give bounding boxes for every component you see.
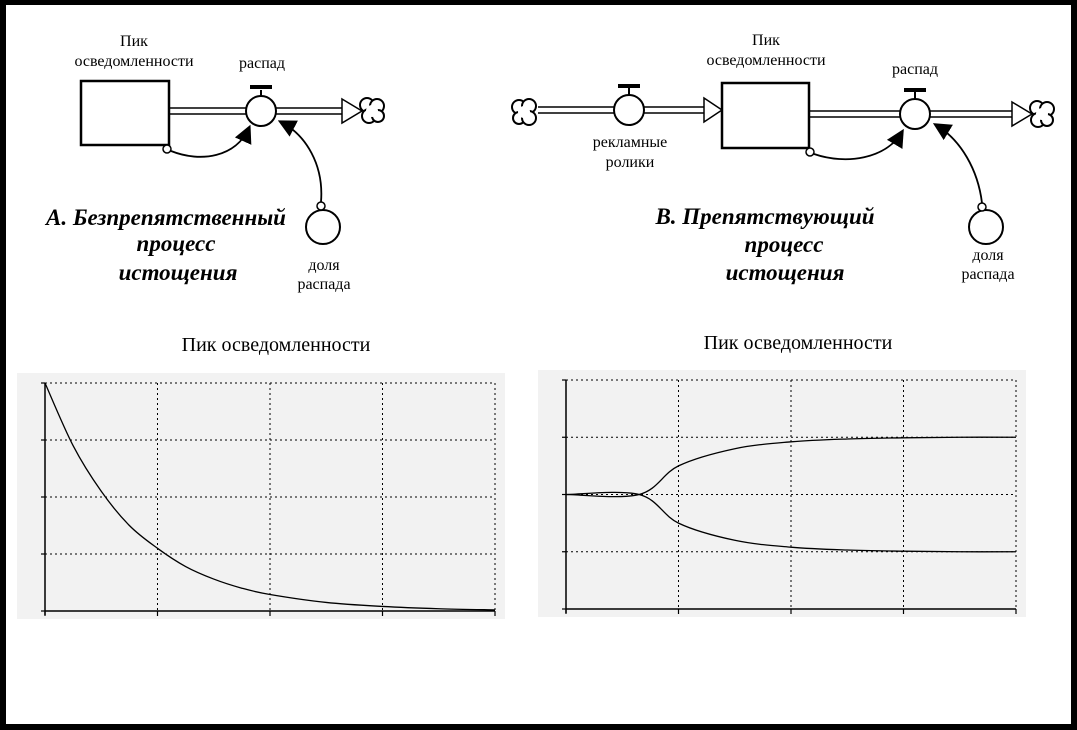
cloud-sink-icon-b bbox=[1029, 100, 1055, 128]
series-line-1 bbox=[565, 491, 1017, 553]
stock-label-a-line1: Пик bbox=[120, 33, 148, 50]
series-line-0 bbox=[565, 436, 1017, 498]
chart-b bbox=[538, 370, 1026, 617]
inflow-valve-icon bbox=[613, 94, 645, 126]
stock-label-b-line2: осведомленности bbox=[706, 52, 826, 69]
aux-label-b-line2: распада bbox=[961, 266, 1014, 283]
caption-a-line3: истощения bbox=[119, 260, 238, 285]
aux-circle-a bbox=[305, 209, 341, 245]
link-aux-valve-b bbox=[932, 123, 983, 204]
caption-b-line3: истощения bbox=[726, 260, 845, 285]
link-aux-valve-a bbox=[277, 120, 323, 203]
outflow-label-a: распад bbox=[239, 55, 285, 72]
link-stock-valve-b bbox=[813, 128, 904, 161]
inflow-label-line1: рекламные bbox=[593, 134, 668, 151]
link-origin-aux-a bbox=[316, 201, 326, 211]
outflow-valve-icon-b bbox=[899, 98, 931, 130]
link-origin-a bbox=[162, 144, 172, 154]
valve-handle-a bbox=[250, 85, 272, 89]
cloud-source-icon bbox=[511, 98, 537, 126]
chart-background bbox=[538, 370, 1026, 617]
caption-b-line1: В. Препятствующий bbox=[654, 204, 874, 229]
aux-circle-b bbox=[968, 209, 1004, 245]
outflow-label-b: распад bbox=[892, 61, 938, 78]
link-stock-valve-a bbox=[170, 124, 252, 158]
figure-canvas: Пик осведомленности распад доля распада bbox=[17, 32, 1055, 619]
chart-background bbox=[17, 373, 505, 619]
inflow-label-line2: ролики bbox=[606, 154, 655, 171]
valve-icon bbox=[245, 95, 277, 127]
stock-box-b bbox=[720, 81, 811, 150]
caption-a-line2: процесс bbox=[137, 231, 216, 256]
diagram-b: рекламные ролики Пик осведомленности рас… bbox=[511, 32, 1055, 285]
stock-label-b-line1: Пик bbox=[752, 32, 780, 49]
figure-frame: Пик осведомленности распад доля распада bbox=[6, 5, 1071, 724]
stock-label-a-line2: осведомленности bbox=[74, 53, 194, 70]
diagram-a: Пик осведомленности распад доля распада bbox=[44, 33, 385, 293]
chart-a-title: Пик осведомленности bbox=[182, 334, 371, 356]
series-line-0 bbox=[44, 382, 496, 611]
inflow-valve-handle bbox=[618, 84, 640, 88]
link-origin-aux-b bbox=[977, 202, 987, 212]
stock-box-a bbox=[79, 79, 171, 147]
aux-label-a-line1: доля bbox=[308, 257, 340, 274]
aux-label-a-line2: распада bbox=[297, 276, 350, 293]
chart-a bbox=[17, 373, 505, 619]
caption-a-line1: А. Безпрепятственный bbox=[44, 205, 286, 230]
outflow-valve-handle-b bbox=[904, 88, 926, 92]
aux-label-b-line1: доля bbox=[972, 247, 1004, 264]
caption-b-line2: процесс bbox=[745, 232, 824, 257]
link-origin-b bbox=[805, 147, 815, 157]
outflow-arrowhead-a bbox=[341, 97, 364, 125]
cloud-sink-icon bbox=[359, 97, 385, 124]
outflow-arrowhead-b bbox=[1011, 100, 1034, 128]
chart-b-title: Пик осведомленности bbox=[704, 332, 893, 354]
inflow-arrowhead bbox=[703, 96, 724, 124]
